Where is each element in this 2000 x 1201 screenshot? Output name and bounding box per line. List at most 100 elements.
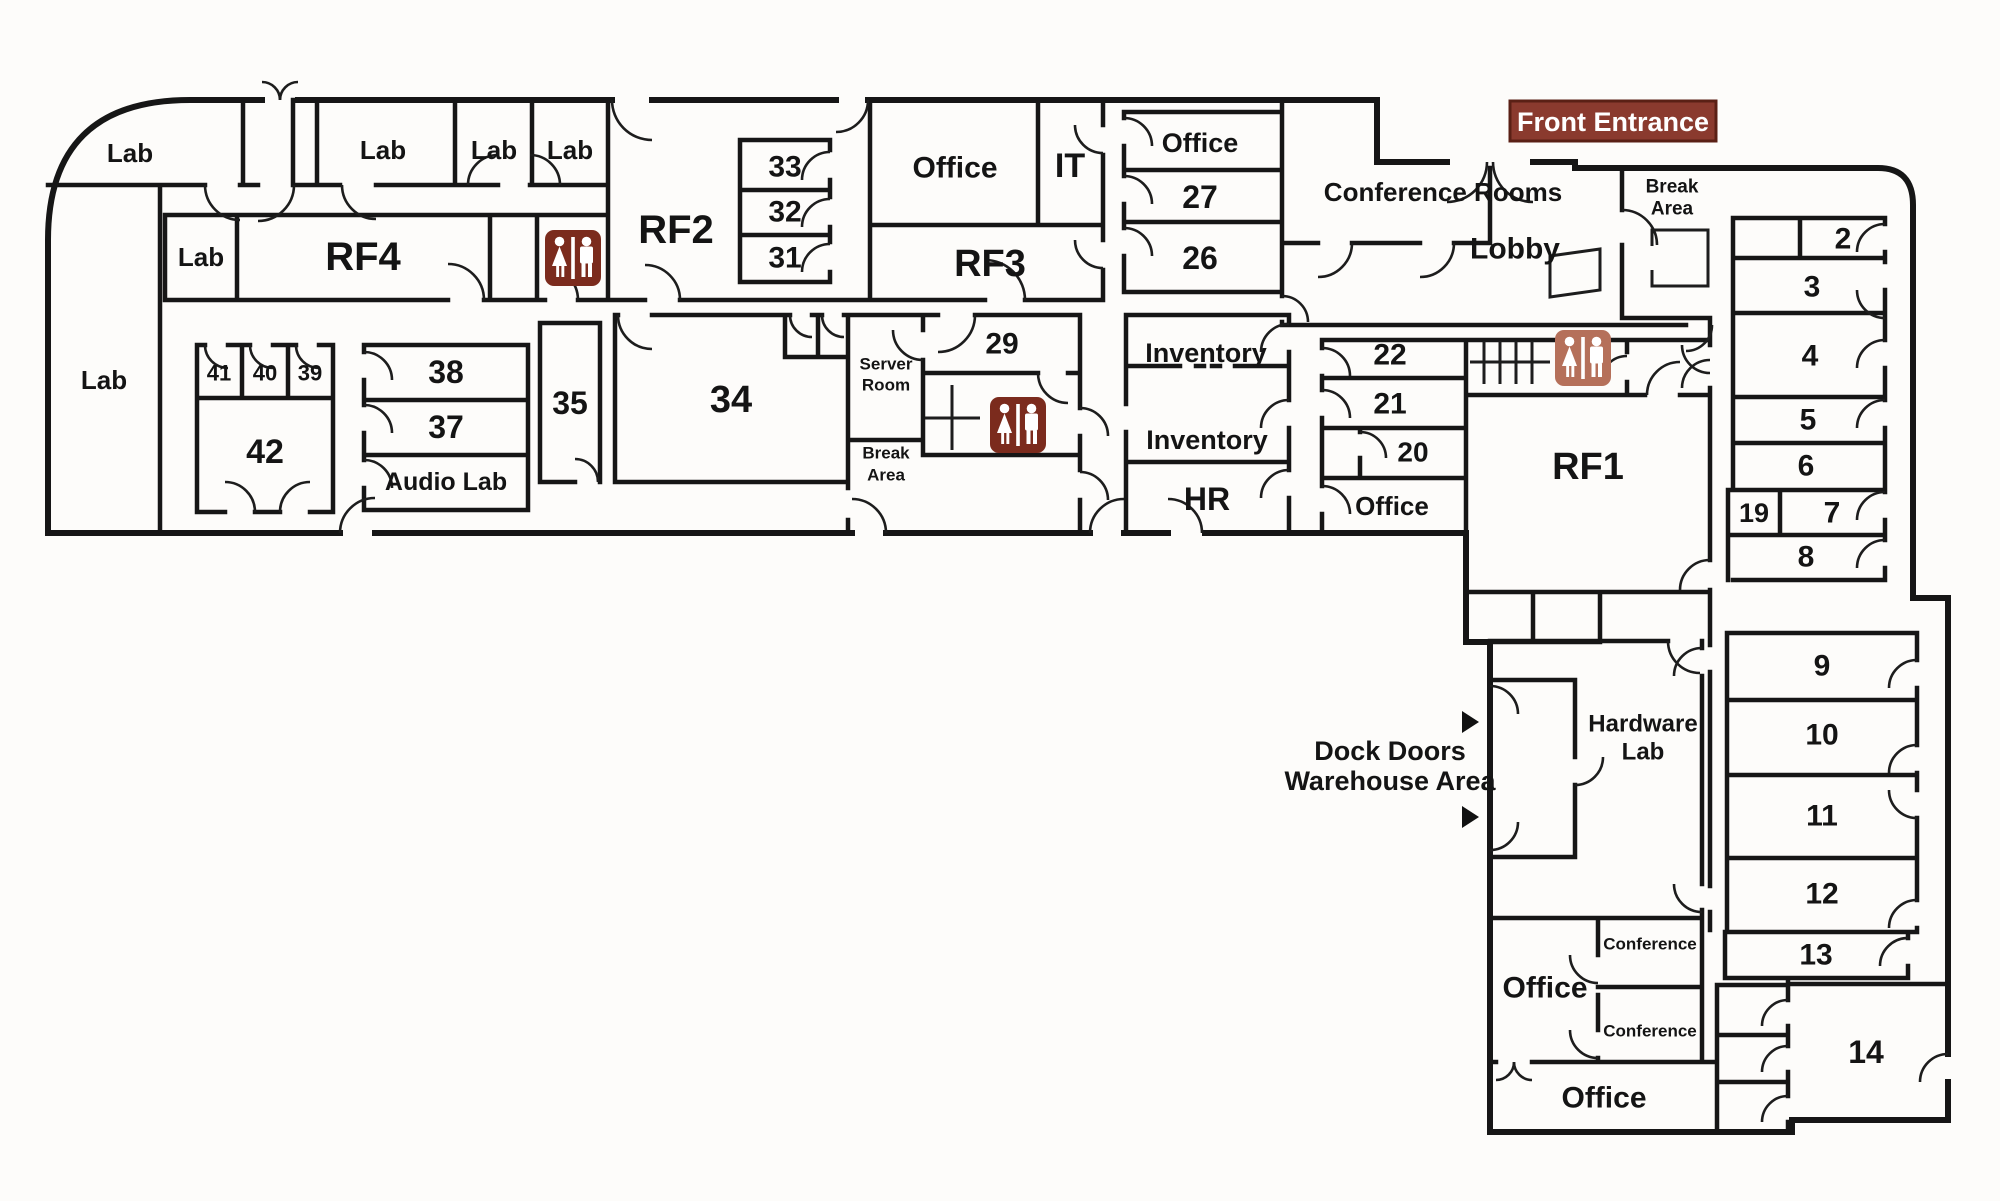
room-label: Conference — [1603, 1022, 1697, 1041]
room-label: Area — [867, 466, 905, 485]
door-arc — [1419, 242, 1456, 279]
room-label: Dock Doors — [1314, 736, 1466, 766]
door-arc — [1568, 954, 1599, 985]
door-arc — [820, 314, 845, 339]
room-label: Warehouse Area — [1284, 766, 1496, 796]
lobby-reception-desk — [1548, 247, 1602, 299]
door-arc — [851, 497, 888, 534]
room-label: Office — [1561, 1082, 1646, 1115]
room-label: 7 — [1824, 497, 1841, 530]
room-label: RF4 — [325, 235, 401, 279]
room-label: 27 — [1182, 179, 1218, 215]
door-arc — [610, 99, 653, 142]
room-label: 6 — [1798, 450, 1815, 483]
door-arc — [1088, 497, 1125, 534]
door-arc — [1918, 1052, 1949, 1083]
door-arc — [800, 197, 831, 228]
door-arc — [1760, 1094, 1789, 1123]
dock-door-arrow — [1462, 806, 1479, 828]
room-label: Office — [1162, 128, 1239, 158]
door-arc — [248, 344, 274, 370]
door-arc — [1678, 558, 1711, 591]
room-label: 21 — [1373, 388, 1406, 421]
door-arc — [1321, 388, 1352, 419]
door-arc — [1123, 174, 1154, 205]
room-label: 33 — [768, 151, 801, 184]
room-label: RF3 — [954, 243, 1026, 285]
restroom-stalls — [925, 341, 1550, 450]
door-arc — [1887, 898, 1918, 929]
room-label: Office — [1355, 491, 1429, 521]
door-arc — [1491, 161, 1534, 204]
door-arc — [278, 80, 299, 101]
door-arc — [1321, 346, 1352, 377]
door-arc — [257, 184, 296, 223]
door-arc — [1685, 324, 1714, 353]
door-arc — [1680, 344, 1711, 375]
restroom-sign — [990, 397, 1046, 453]
door-arc — [800, 150, 831, 181]
room-label: 20 — [1397, 437, 1428, 468]
room-label: 19 — [1739, 498, 1769, 528]
door-arc — [1079, 470, 1110, 501]
door-arc — [1855, 289, 1886, 320]
room-label: Lab — [81, 365, 127, 395]
door-arc — [529, 153, 562, 186]
room-label: Lab — [107, 138, 153, 168]
room-label: Break — [1646, 177, 1699, 198]
door-arc — [1036, 372, 1069, 405]
door-arc — [1123, 116, 1154, 147]
door-arc — [1855, 222, 1886, 253]
restroom-sign — [1555, 330, 1611, 386]
room-label: HR — [1184, 481, 1230, 517]
door-arc — [937, 314, 977, 354]
room-label: 31 — [768, 242, 801, 275]
room-label: 8 — [1798, 541, 1815, 574]
room-label: 5 — [1800, 404, 1817, 437]
room-label: Lab — [547, 135, 593, 165]
room-label: 14 — [1848, 1034, 1884, 1070]
door-arc — [1167, 497, 1204, 534]
room-label: RF1 — [1552, 446, 1624, 488]
door-arc — [340, 184, 377, 221]
room-label: IT — [1055, 147, 1085, 185]
room-label: 35 — [552, 385, 588, 421]
room-label: 12 — [1805, 878, 1838, 911]
door-arc — [363, 458, 394, 489]
room-label: 11 — [1806, 800, 1838, 833]
door-arc — [1760, 998, 1789, 1027]
room-label: Lab — [471, 135, 517, 165]
room-label: Break — [862, 444, 910, 463]
door-arc — [835, 99, 870, 134]
door-arc — [363, 350, 394, 381]
front-entrance-banner: Front Entrance — [1508, 99, 1718, 143]
room-label: Audio Lab — [385, 468, 507, 496]
room-label: Office — [1502, 972, 1587, 1005]
room-label: Server — [860, 355, 913, 374]
door-arc — [1489, 684, 1520, 715]
door-arc — [224, 480, 257, 513]
door-arc — [1512, 1061, 1533, 1082]
room-label: Hardware — [1588, 711, 1697, 738]
room-label: 9 — [1814, 650, 1831, 683]
door-arcs — [203, 80, 1949, 1123]
door-arc — [1855, 538, 1886, 569]
room-label: Office — [912, 152, 997, 185]
door-arc — [203, 184, 241, 222]
door-arc — [1259, 322, 1290, 353]
door-arc — [1760, 1044, 1789, 1073]
door-arc — [800, 242, 831, 273]
room-label: 26 — [1182, 240, 1218, 276]
room-label: Lab — [178, 242, 224, 272]
door-arc — [1672, 883, 1703, 914]
door-arc — [1672, 646, 1703, 677]
door-arc — [1259, 398, 1290, 429]
door-arc — [1887, 789, 1918, 820]
room-label: 3 — [1804, 271, 1821, 304]
fixtures — [925, 228, 1710, 450]
door-arc — [891, 329, 924, 362]
